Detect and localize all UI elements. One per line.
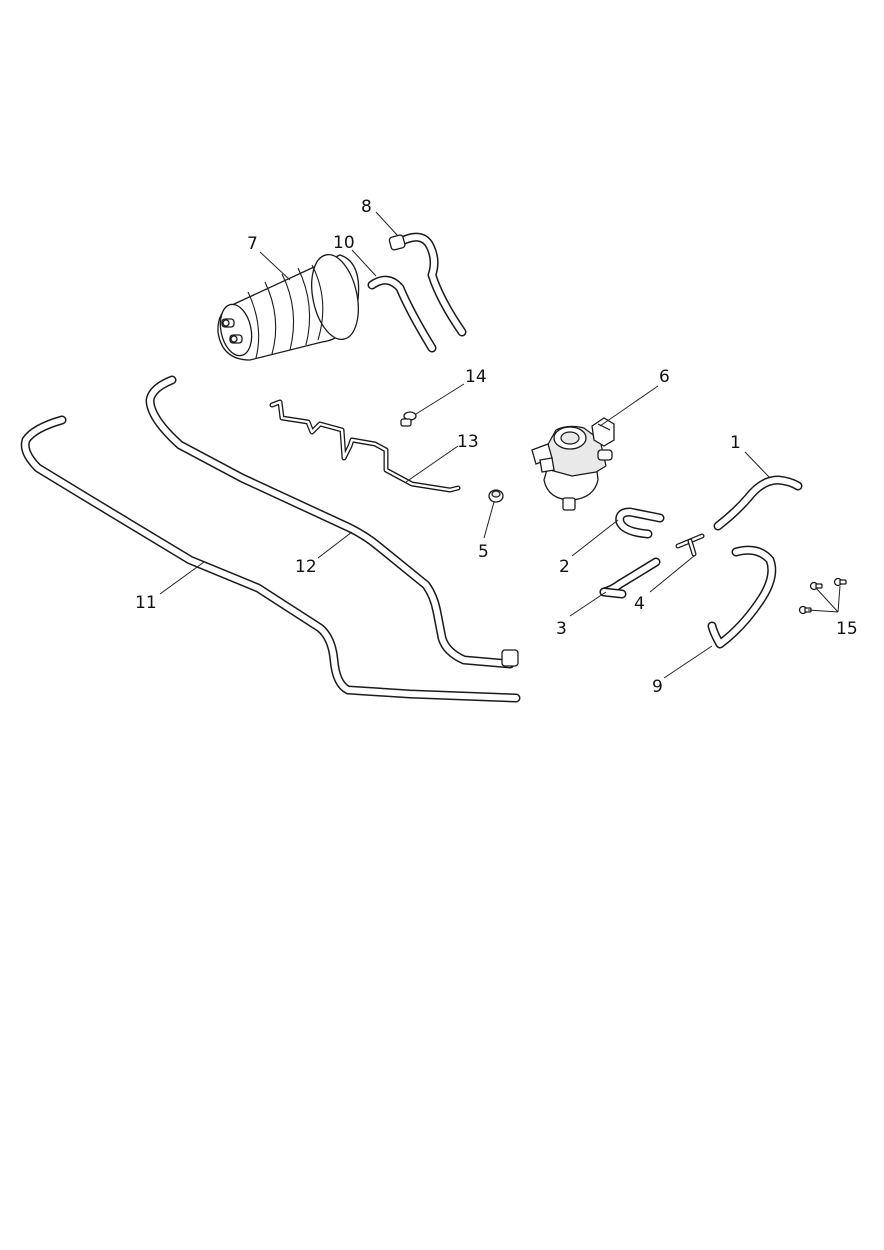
callout-15: 15 — [836, 619, 858, 639]
callout-14: 14 — [465, 367, 487, 387]
leader-4 — [649, 555, 695, 593]
part-13-bracket[interactable] — [269, 399, 461, 493]
callout-labels: 1 2 3 4 5 6 7 8 9 10 11 12 13 14 15 — [135, 197, 858, 697]
leader-6 — [599, 385, 659, 427]
part-10-hose[interactable] — [367, 275, 437, 353]
part-2-hose[interactable] — [615, 507, 665, 539]
part-7-canister[interactable] — [216, 250, 366, 361]
part-4-connector[interactable] — [675, 533, 705, 557]
part-3-hose[interactable] — [599, 557, 661, 599]
callout-9: 9 — [652, 677, 663, 697]
callout-10: 10 — [333, 233, 355, 253]
leader-13 — [405, 445, 459, 483]
leader-lines — [159, 211, 841, 679]
leader-9 — [663, 645, 713, 679]
callout-1: 1 — [730, 433, 741, 453]
leader-5 — [483, 501, 495, 539]
callout-5: 5 — [478, 542, 489, 562]
leader-14 — [415, 383, 465, 415]
part-1-hose[interactable] — [713, 475, 803, 531]
leader-1 — [744, 451, 771, 479]
leader-8 — [375, 211, 399, 237]
callout-6: 6 — [659, 367, 670, 387]
part-12-long-hose[interactable] — [145, 375, 519, 669]
leader-15a — [815, 587, 839, 613]
leader-11 — [159, 561, 205, 595]
callout-12: 12 — [295, 557, 317, 577]
callout-7: 7 — [247, 234, 258, 254]
leader-2 — [571, 519, 619, 557]
callout-3: 3 — [556, 619, 567, 639]
leader-10 — [351, 249, 377, 277]
callout-13: 13 — [457, 432, 479, 452]
part-5-grommet[interactable] — [488, 489, 504, 503]
callout-4: 4 — [634, 594, 645, 614]
leader-3 — [569, 591, 607, 617]
part-8-hose[interactable] — [388, 232, 467, 337]
callout-11: 11 — [135, 593, 157, 613]
part-15-screws[interactable] — [798, 577, 847, 615]
part-11-long-hose[interactable] — [20, 415, 521, 703]
leader-15c — [807, 609, 839, 613]
callout-8: 8 — [361, 197, 372, 217]
part-14-bolt[interactable] — [400, 411, 417, 427]
leader-7 — [259, 251, 291, 281]
leader-12 — [317, 531, 353, 559]
part-6-purge-valve[interactable] — [531, 417, 615, 511]
callout-2: 2 — [559, 557, 570, 577]
leader-15b — [837, 585, 841, 613]
part-9-hose[interactable] — [707, 545, 777, 649]
